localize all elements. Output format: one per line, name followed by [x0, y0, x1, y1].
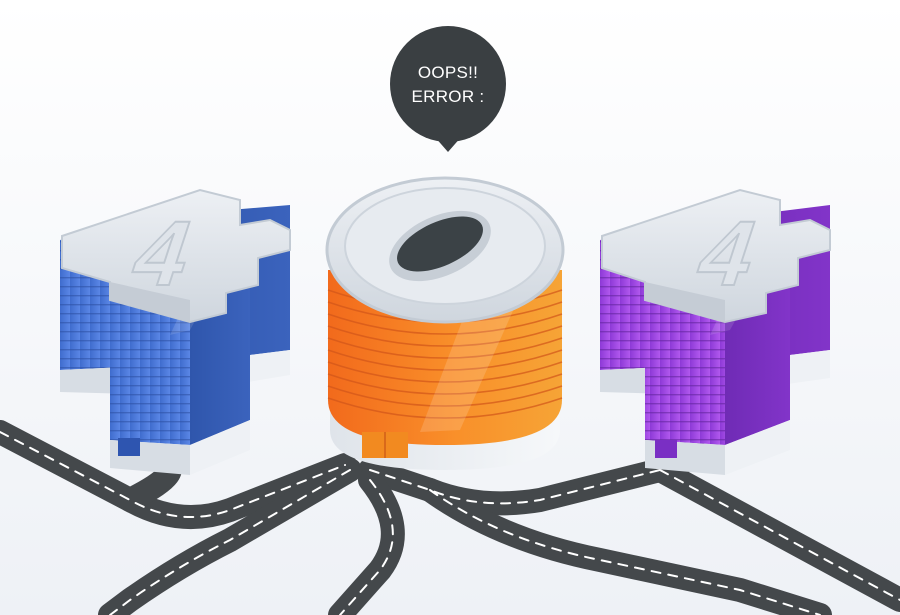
middle-building-digit-0: 0 [325, 176, 565, 470]
right-building-digit-4: 4 [600, 188, 831, 475]
bubble-line-1: OOPS!! [418, 63, 478, 82]
speech-bubble: OOPS!! ERROR : [390, 26, 506, 152]
bubble-line-2: ERROR : [412, 87, 485, 106]
left-building-digit-4: 4 [60, 188, 291, 475]
